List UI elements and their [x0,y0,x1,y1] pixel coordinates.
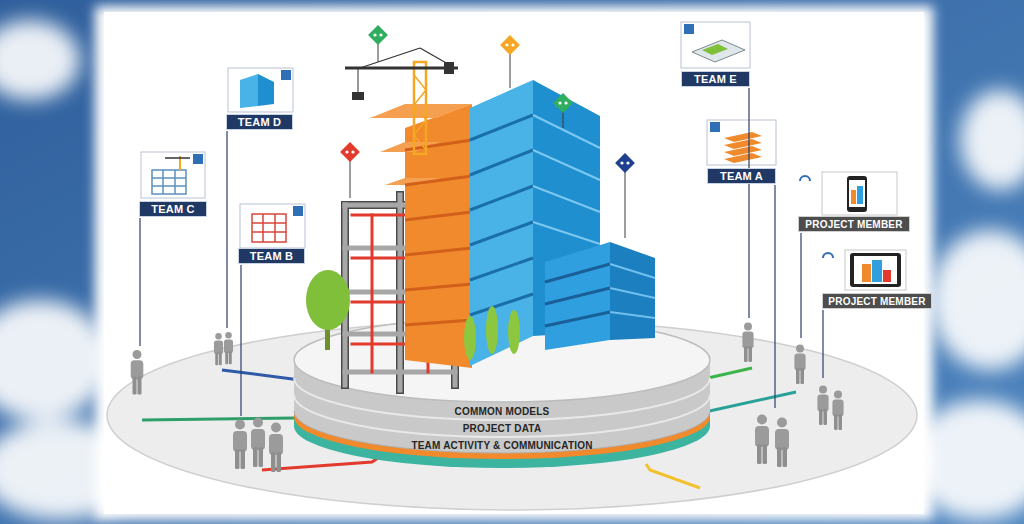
label-text: TEAM D [238,116,281,128]
member-label: PROJECT MEMBER [822,293,932,309]
building-illustration [306,48,655,390]
label-text: TEAM ACTIVITY & COMMUNICATION [411,440,592,451]
label-text: TEAM C [151,203,194,215]
platform-band: PROJECT DATA [377,420,627,437]
comment-markers [340,25,635,238]
leader-lines [140,88,823,416]
label-text: TEAM A [720,170,763,182]
team-label: TEAM D [226,114,293,130]
team-label: TEAM A [707,168,776,184]
team-label: TEAM B [238,248,305,264]
team-label: TEAM C [139,201,207,217]
label-text: PROJECT MEMBER [828,296,925,307]
label-text: PROJECT MEMBER [805,219,902,230]
card-icons [141,22,906,290]
platform-band: COMMON MODELS [377,403,627,420]
people [131,322,844,472]
member-label: PROJECT MEMBER [798,216,910,232]
label-text: TEAM B [250,250,293,262]
label-text: COMMON MODELS [455,406,550,417]
team-label: TEAM E [681,71,750,87]
label-text: PROJECT DATA [463,423,542,434]
platform-band: TEAM ACTIVITY & COMMUNICATION [377,437,627,454]
label-text: TEAM E [694,73,737,85]
